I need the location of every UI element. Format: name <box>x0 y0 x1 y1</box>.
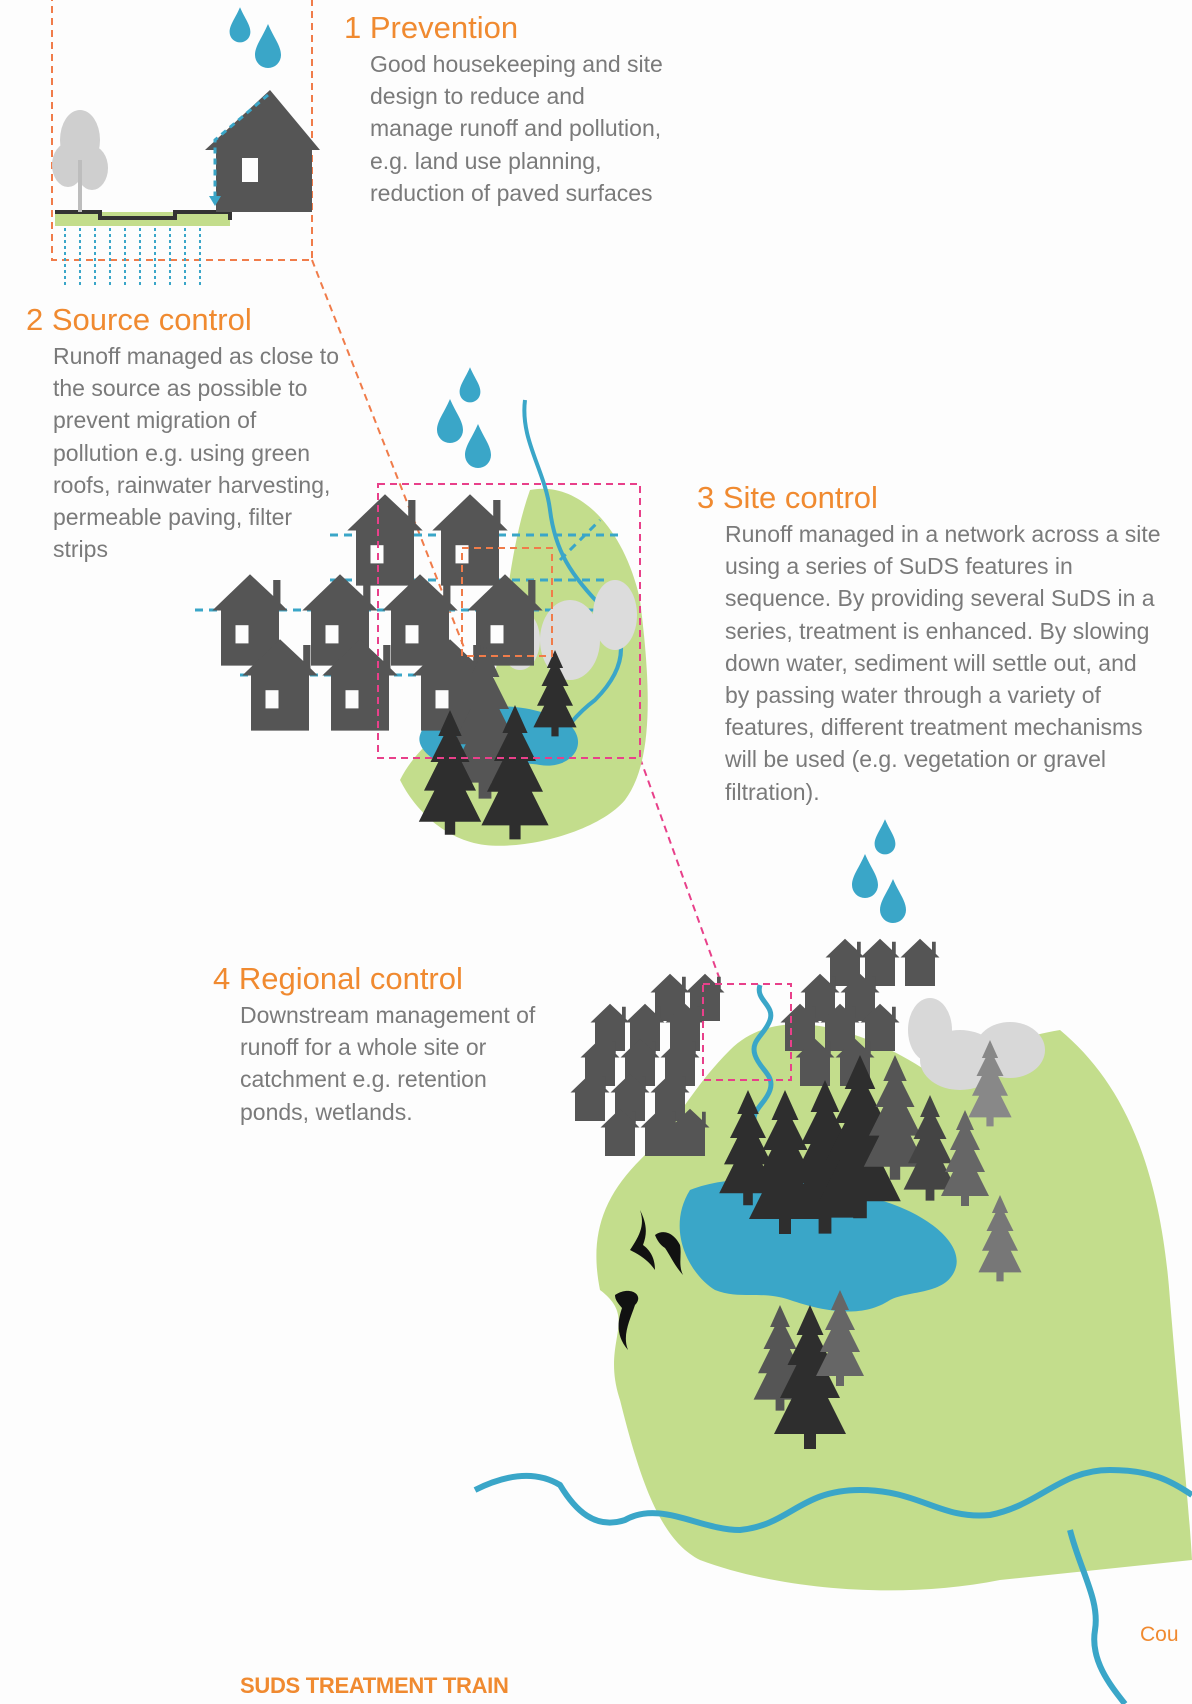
house-icon <box>347 494 423 586</box>
regional-river <box>473 1466 1192 1534</box>
prevention-tree-icon <box>52 110 108 212</box>
stage-description: Runoff managed in a network across a sit… <box>725 521 1161 805</box>
house-icon <box>640 1108 680 1156</box>
site-scene <box>195 367 648 846</box>
prevention-runoff-arrow <box>213 93 269 200</box>
prevention-frame <box>51 0 313 261</box>
stage-regional-control: 4 Regional control Downstream management… <box>213 963 553 1128</box>
infiltration-arrows <box>64 228 201 285</box>
prevention-scene <box>51 0 320 285</box>
connector-line-1-2 <box>311 259 466 651</box>
house-icon <box>570 1073 610 1121</box>
prevention-house-window <box>242 158 258 182</box>
house-icon <box>860 938 900 986</box>
stage-site-control: 3 Site control Runoff managed in a netwo… <box>697 482 1167 808</box>
regional-raindrop-icon <box>852 819 906 923</box>
stage-title: 1 Prevention <box>344 10 519 45</box>
site-raindrop-icon <box>437 367 491 468</box>
stage-description: Good housekeeping and site design to red… <box>370 51 663 206</box>
regional-river-branch <box>1067 1529 1128 1704</box>
prevention-house-icon <box>205 90 320 212</box>
image-credit: Cou <box>1140 1623 1179 1646</box>
house-icon <box>432 494 508 586</box>
connector-line-2-3 <box>639 757 721 981</box>
regional-scene <box>473 819 1192 1704</box>
regional-stream <box>751 984 774 1126</box>
source-control-frame <box>461 547 553 657</box>
prevention-runoff-arrowhead <box>209 196 221 206</box>
stage-description: Runoff managed as close to the source as… <box>53 343 339 563</box>
house-icon <box>600 1108 640 1156</box>
regional-lake <box>679 1179 957 1312</box>
stage-title: 4 Regional control <box>213 961 463 996</box>
bird-icon <box>615 1210 683 1350</box>
site-control-frame <box>377 483 641 759</box>
house-icon <box>900 938 940 986</box>
stage-description: Downstream management of runoff for a wh… <box>240 1002 536 1125</box>
stage-source-control: 2 Source control Runoff managed as close… <box>26 304 346 565</box>
stage-title: 3 Site control <box>697 480 878 515</box>
stage-prevention: 1 Prevention Good housekeeping and site … <box>344 12 674 209</box>
regional-site-frame <box>702 983 792 1081</box>
prevention-raindrop-icon <box>229 7 281 68</box>
figure-caption: SUDS TREATMENT TRAIN <box>240 1673 509 1698</box>
stage-title: 2 Source control <box>26 302 252 337</box>
